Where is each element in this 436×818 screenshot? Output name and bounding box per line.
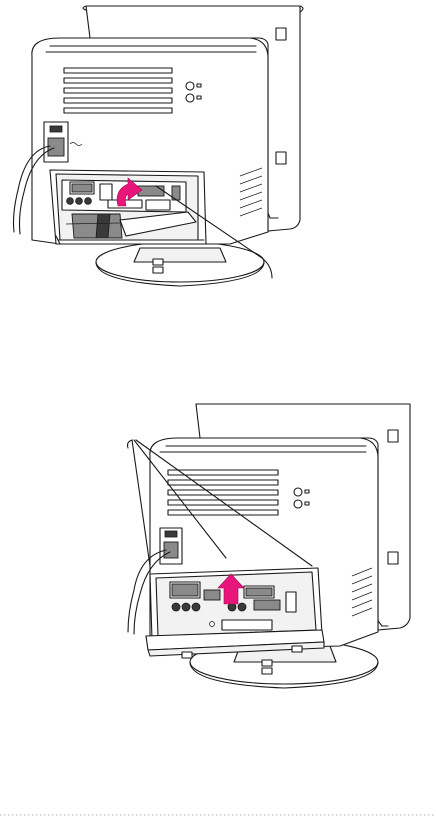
connector-port-2 xyxy=(138,186,164,196)
bezel-vent-bottom-2 xyxy=(388,552,398,564)
figure-2-monitor-door-installed xyxy=(128,404,411,688)
door-port-3 xyxy=(254,600,280,610)
connector-port-3 xyxy=(146,200,170,210)
monitor-stand xyxy=(96,242,264,286)
power-socket-2 xyxy=(160,528,182,564)
bezel-vent-top xyxy=(276,28,286,40)
bezel-vent-bottom xyxy=(276,152,286,164)
bezel-vent-top-2 xyxy=(388,430,398,442)
figure-1-monitor-door-removed xyxy=(14,6,304,286)
